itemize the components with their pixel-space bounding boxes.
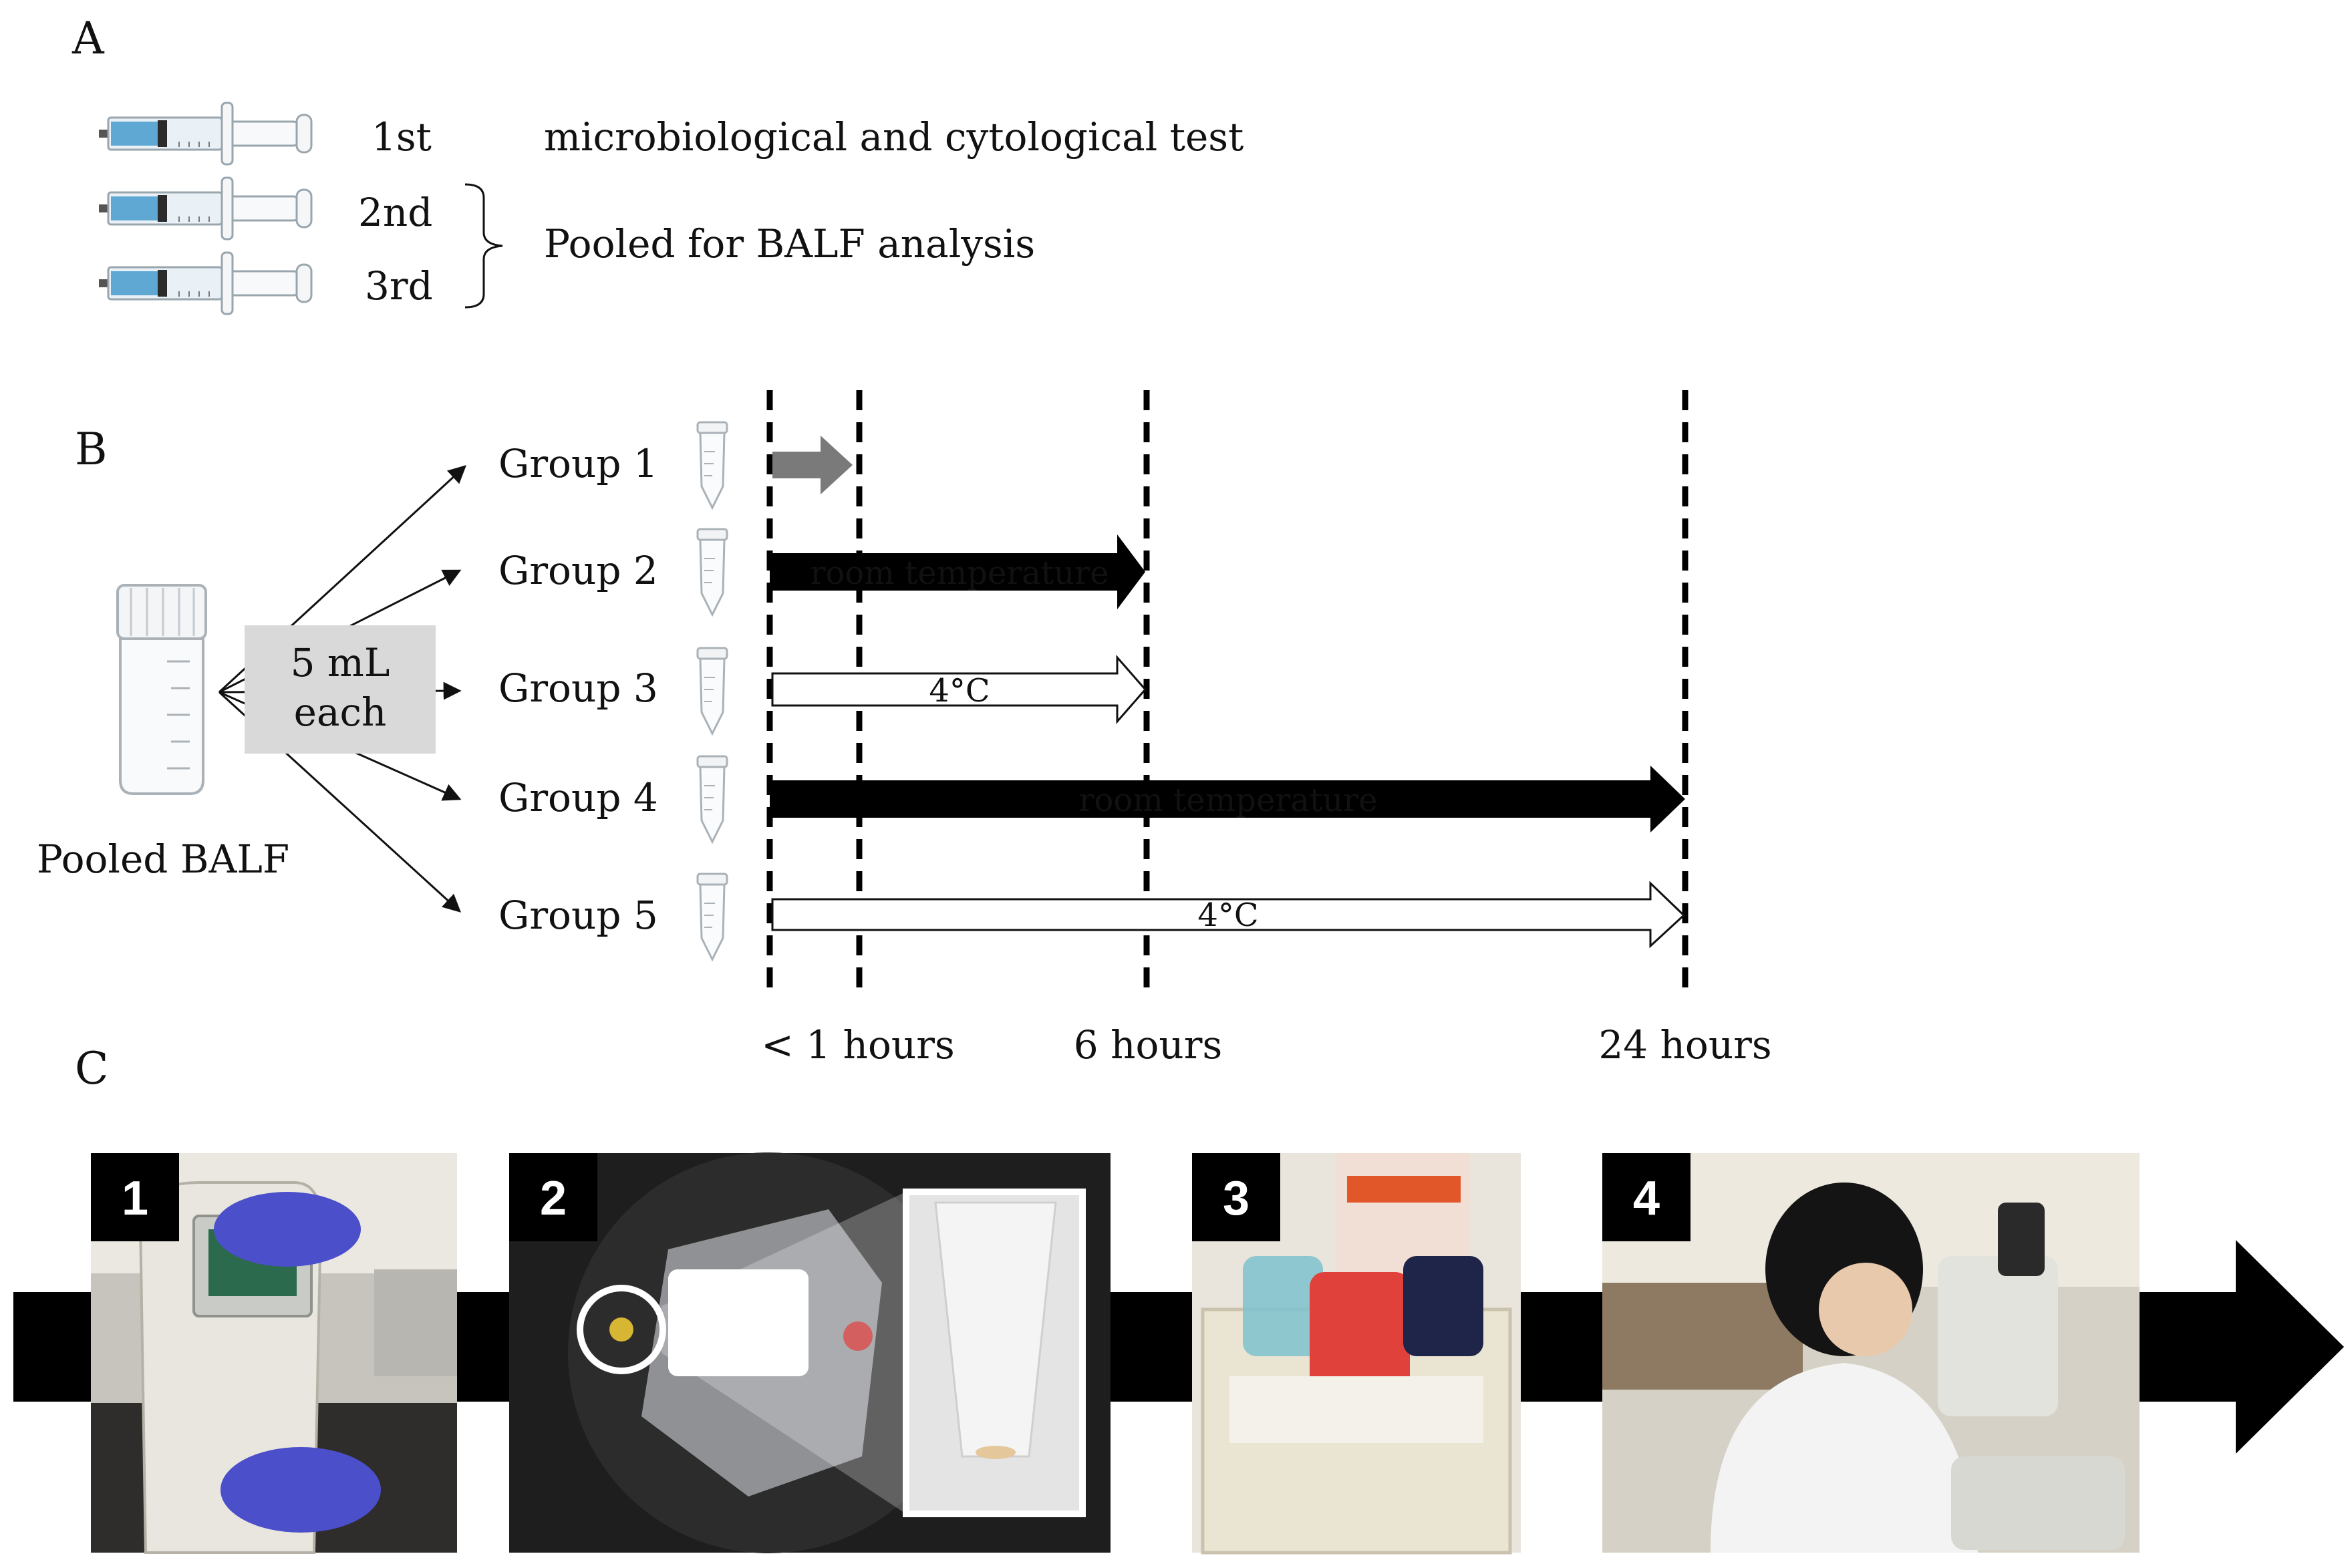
step-number-1: 1 <box>122 1172 148 1225</box>
tube-icon <box>696 421 728 509</box>
step-badge-3 <box>1192 1153 1280 1241</box>
group-label-2: Group 2 <box>498 548 658 593</box>
syringe-icon <box>98 251 313 315</box>
tube-icon <box>696 755 728 843</box>
photo-step-3 <box>1192 1153 1521 1555</box>
panel-letter-a: A <box>71 13 105 64</box>
step-number-4: 4 <box>1633 1172 1660 1225</box>
syringe-icon <box>98 102 313 166</box>
group-5-condition: 4°C <box>1197 897 1258 934</box>
group-4-arrow <box>770 766 1685 832</box>
time-label-1h: < 1 hours <box>761 1022 955 1068</box>
time-label-6h: 6 hours <box>1074 1022 1222 1068</box>
group-2-condition: room temperature <box>811 555 1109 592</box>
split-volume-line2: each <box>294 689 387 735</box>
split-volume-line1: 5 mL <box>291 640 390 685</box>
group-label-1: Group 1 <box>498 441 658 486</box>
step-badge-1 <box>91 1153 179 1241</box>
time-label-24h: 24 hours <box>1598 1022 1771 1068</box>
group-3-arrow <box>771 655 1147 724</box>
photo-step-4 <box>1602 1153 2140 1553</box>
source-label: Pooled BALF <box>37 836 289 882</box>
syringe-label-2nd: 2nd <box>358 190 432 235</box>
group-label-5: Group 5 <box>498 893 658 938</box>
split-volume-box <box>245 625 436 754</box>
tube-icon <box>696 528 728 616</box>
step-badge-4 <box>1602 1153 1691 1241</box>
group-3-condition: 4°C <box>929 672 990 710</box>
syringe-label-3rd: 3rd <box>365 263 433 309</box>
group-2-arrow <box>770 534 1145 609</box>
group-4-condition: room temperature <box>1079 782 1378 819</box>
step-number-2: 2 <box>540 1172 567 1225</box>
sample-container-icon <box>116 584 207 795</box>
tube-icon <box>696 647 728 735</box>
grouping-brace <box>464 183 503 309</box>
group-5-arrow <box>771 881 1686 949</box>
step-badge-2 <box>509 1153 597 1241</box>
syringe-icon <box>98 176 313 241</box>
panel-letter-b: B <box>75 424 108 475</box>
syringe-label-1st: 1st <box>372 114 432 160</box>
tube-icon <box>696 873 728 961</box>
pooled-text: Pooled for BALF analysis <box>544 221 1035 267</box>
step-number-3: 3 <box>1223 1172 1250 1225</box>
group-1-arrow <box>772 436 853 494</box>
first-syringe-use: microbiological and cytological test <box>544 114 1243 160</box>
group-label-4: Group 4 <box>498 775 658 820</box>
photo-step-2 <box>509 1152 1111 1553</box>
group-label-3: Group 3 <box>498 665 658 711</box>
workflow-arrow-head <box>2236 1240 2344 1454</box>
panel-letter-c: C <box>75 1043 109 1094</box>
